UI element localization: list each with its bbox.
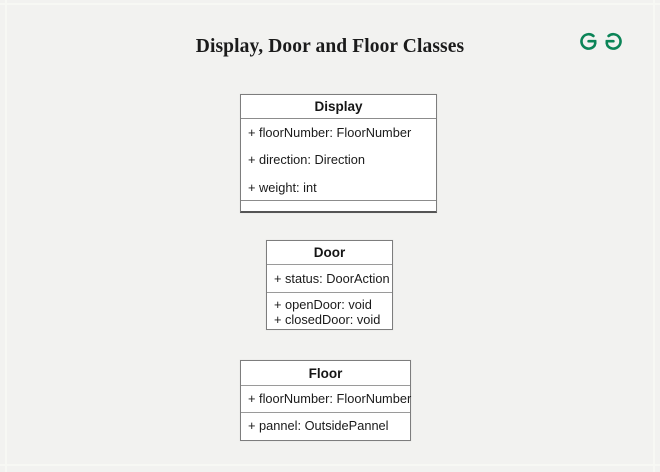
class-display-header: Display — [241, 95, 436, 119]
uml-class-door[interactable]: Door + status: DoorAction + openDoor: vo… — [266, 240, 393, 330]
geeksforgeeks-logo-icon — [576, 27, 626, 55]
class-display-attribute: + floorNumber: FloorNumber — [248, 125, 412, 140]
class-door-operation: + closedDoor: void — [274, 312, 381, 327]
class-door-attribute: + status: DoorAction — [274, 271, 390, 286]
class-floor-operation: + pannel: OutsidePannel — [248, 418, 389, 433]
class-door-operation: + openDoor: void — [274, 297, 372, 312]
uml-class-floor[interactable]: Floor + floorNumber: FloorNumber + panne… — [240, 360, 411, 441]
uml-class-display[interactable]: Display + floorNumber: FloorNumber + dir… — [240, 94, 437, 213]
canvas-left-edge — [5, 0, 7, 472]
class-display-attribute: + direction: Direction — [248, 152, 366, 168]
canvas-bottom-edge — [0, 464, 660, 466]
canvas-top-edge — [0, 3, 660, 5]
class-door-attributes: + status: DoorAction — [267, 265, 392, 293]
class-floor-attribute: + floorNumber: FloorNumber — [248, 391, 412, 406]
class-display-attributes: + floorNumber: FloorNumber + direction: … — [241, 119, 436, 201]
class-display-attribute: + weight: int — [248, 179, 317, 195]
class-door-header: Door — [267, 241, 392, 265]
class-door-operations: + openDoor: void + closedDoor: void — [267, 293, 392, 329]
class-display-operations — [241, 201, 436, 209]
class-floor-attributes: + floorNumber: FloorNumber — [241, 386, 412, 413]
page-title: Display, Door and Floor Classes — [195, 36, 465, 57]
class-floor-name: Floor — [308, 366, 343, 381]
canvas-right-edge — [653, 0, 655, 472]
class-floor-operations: + pannel: OutsidePannel — [241, 413, 410, 440]
class-display-name: Display — [314, 99, 363, 114]
class-floor-header: Floor — [241, 361, 410, 386]
class-door-name: Door — [313, 245, 346, 260]
